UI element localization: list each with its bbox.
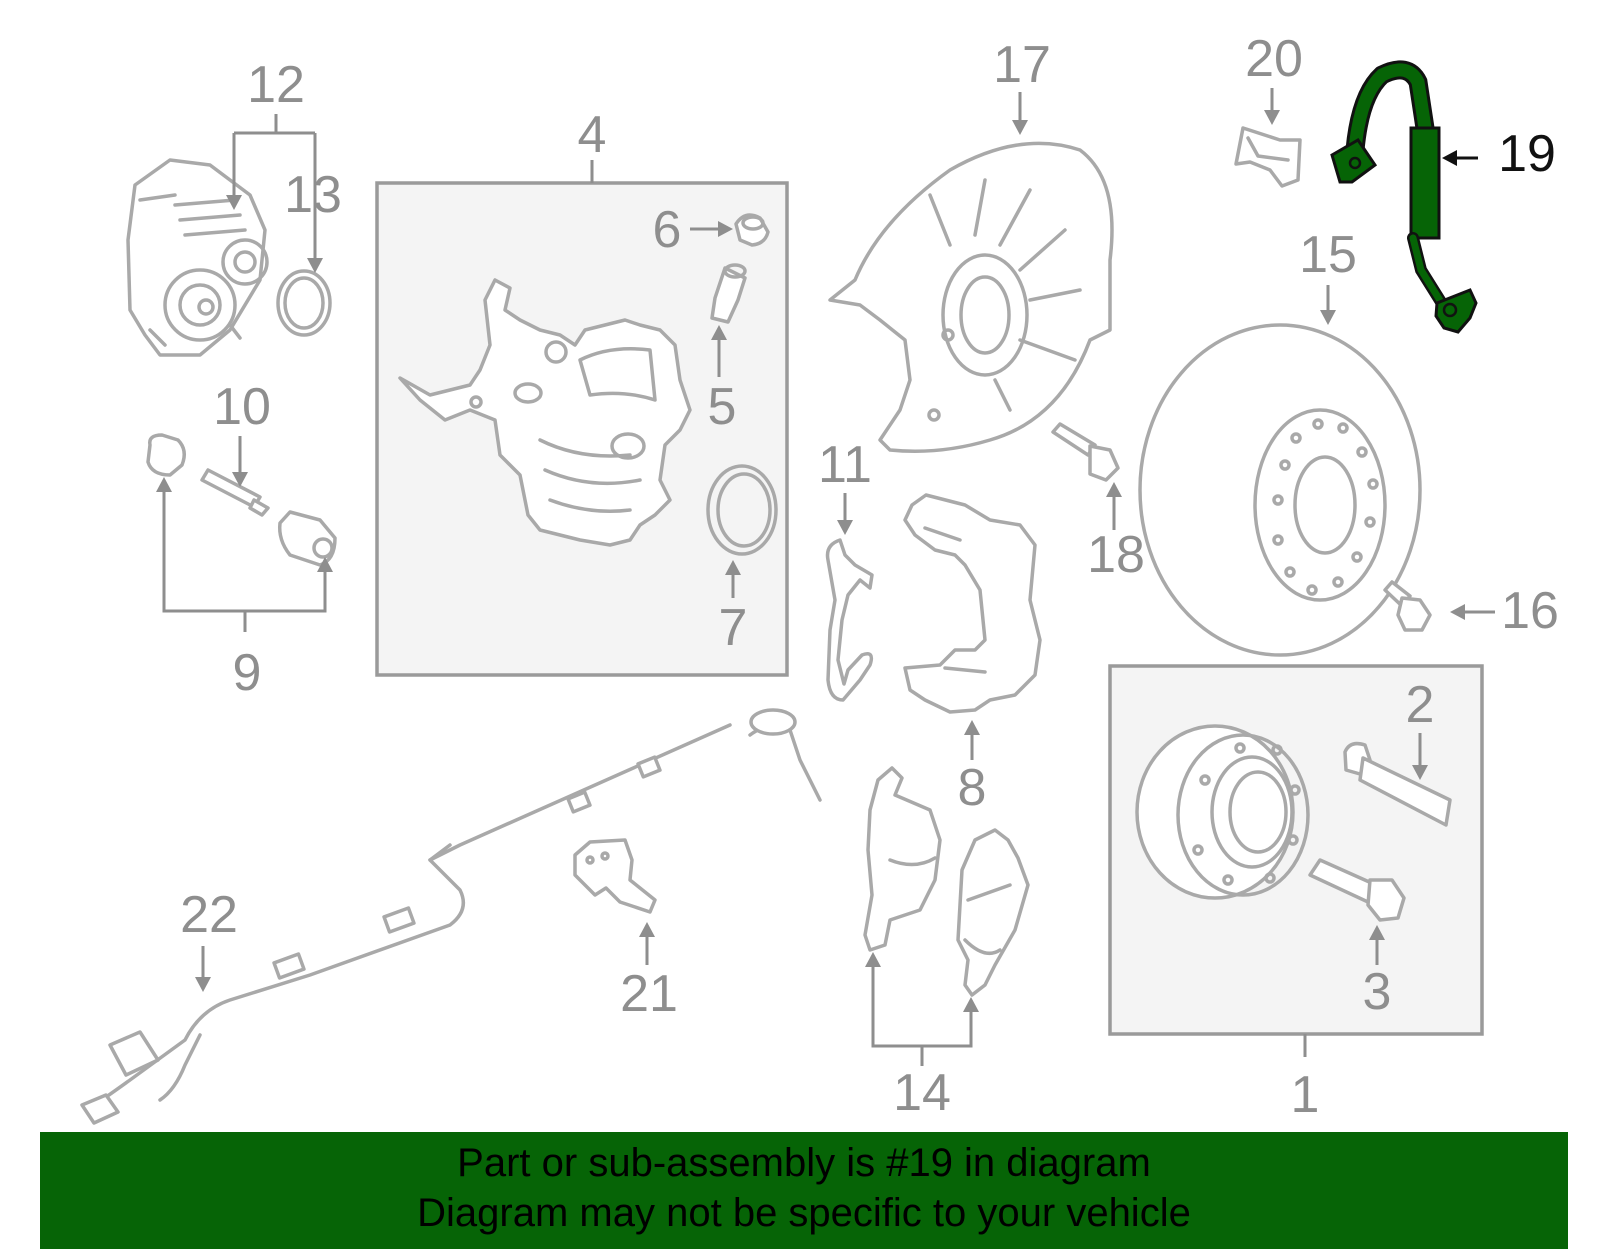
callout-14: 14	[893, 1064, 951, 1122]
rotor-screw	[1383, 580, 1432, 632]
parking-brake-motor	[126, 158, 269, 357]
hub-screw	[1308, 858, 1406, 922]
banner-line-1: Part or sub-assembly is #19 in diagram	[457, 1141, 1151, 1185]
callout-17: 17	[993, 36, 1051, 94]
callout-11: 11	[818, 436, 872, 494]
sensor-bracket	[573, 838, 657, 914]
banner-line-2: Diagram may not be specific to your vehi…	[417, 1191, 1191, 1235]
callout-9: 9	[233, 644, 262, 702]
caliper-carrier	[903, 493, 1042, 714]
hose-clip	[1234, 126, 1302, 188]
brake-caliper	[398, 278, 692, 547]
callout-20: 20	[1245, 30, 1303, 88]
callout-15: 15	[1299, 226, 1357, 284]
callout-3: 3	[1363, 963, 1392, 1021]
wheel-hub	[1135, 724, 1310, 900]
callout-2: 2	[1406, 676, 1435, 734]
callout-labels: 12 13 10 9 4 6 5 7 17 20 19 15 18 16 11 …	[180, 30, 1559, 1124]
splash-shield	[828, 141, 1114, 453]
o-ring	[276, 269, 332, 337]
shield-bolt	[1051, 422, 1120, 482]
callout-10: 10	[213, 378, 271, 436]
callout-12: 12	[247, 56, 305, 114]
callout-16: 16	[1501, 582, 1559, 640]
callout-6: 6	[653, 201, 682, 259]
callout-18: 18	[1087, 526, 1145, 584]
callout-8: 8	[958, 759, 987, 817]
leader-lines	[156, 88, 1495, 1066]
bleeder-cap	[734, 213, 770, 247]
piston-seal	[706, 464, 778, 556]
spring-clip	[825, 538, 874, 702]
hub-bolt	[1343, 741, 1452, 827]
callout-21: 21	[620, 965, 678, 1023]
info-banner: Part or sub-assembly is #19 in diagram D…	[40, 1132, 1568, 1249]
bleeder-screw	[710, 263, 747, 324]
callout-13: 13	[284, 166, 342, 224]
brake-hose-highlighted	[1330, 60, 1478, 334]
brake-rotor	[1138, 323, 1422, 657]
callout-22: 22	[180, 886, 238, 944]
callout-4: 4	[578, 106, 607, 164]
brake-pads	[863, 766, 1030, 997]
abs-sensor-harness	[80, 708, 822, 1125]
callout-19: 19	[1498, 125, 1556, 183]
callout-7: 7	[719, 599, 748, 657]
callout-5: 5	[708, 378, 737, 436]
callout-1: 1	[1291, 1066, 1320, 1124]
guide-pin-kit	[146, 433, 337, 567]
